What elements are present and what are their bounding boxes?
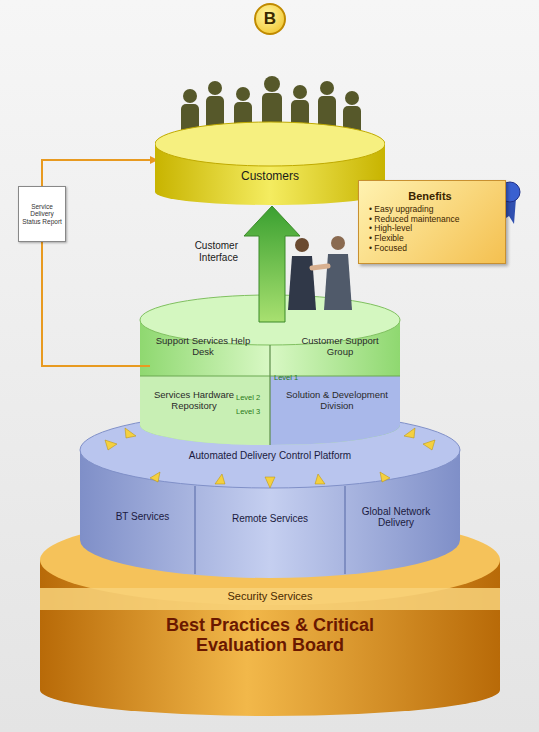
node-text: Solution & Development Division [282, 390, 392, 412]
service-block: Remote Services [205, 496, 335, 542]
customers-disk: Customers [155, 120, 385, 206]
ring-band: Automated Delivery Control Platform [150, 446, 390, 466]
interface-arrow [244, 206, 300, 322]
node-text: Security Services [228, 590, 313, 603]
benefit-item: • Reduced maintenance [369, 215, 491, 225]
level-tag: Level 1 [274, 374, 298, 383]
node-text: Global Network Delivery [352, 506, 440, 529]
document-icon: Service Delivery Status Report [18, 186, 66, 242]
cylinder-segment: Customer Support Group [258, 322, 392, 372]
node-text: Remote Services [232, 513, 308, 525]
badge-circle: B [254, 3, 286, 35]
flow-line [42, 242, 150, 366]
node-text: B [264, 9, 276, 29]
level-tag: Level 2 [236, 394, 260, 403]
benefits-card: Benefits • Easy upgrading• Reduced mainte… [358, 180, 506, 264]
node-text: Service Delivery Status Report [21, 203, 63, 225]
flow-line [42, 160, 157, 186]
benefit-item: • Flexible [369, 234, 491, 244]
node-text: Services Hardware Repository [150, 390, 238, 412]
edge-label: Customer Interface [176, 240, 238, 263]
node-text: Support Services Help Desk [150, 336, 256, 358]
benefit-item: • High-level [369, 224, 491, 234]
handshake-illustration [288, 236, 352, 310]
node-text: Benefits [369, 190, 491, 203]
disk-outline [155, 120, 385, 206]
benefit-item: • Focused [369, 244, 491, 254]
cylinder-segment: Support Services Help Desk [150, 322, 256, 372]
node-text: Customer Support Group [288, 336, 392, 358]
cylinder-segment: Solution & Development Division [282, 380, 392, 422]
node-text: Customers [241, 170, 299, 184]
level-tag: Level 3 [236, 408, 260, 417]
node-text: Automated Delivery Control Platform [189, 450, 351, 462]
node-text: Best Practices & Critical Evaluation Boa… [120, 615, 420, 656]
cylinder-segment: Services Hardware Repository [150, 380, 238, 422]
node-text: BT Services [116, 511, 170, 523]
benefit-item: • Easy upgrading [369, 205, 491, 215]
service-block: Global Network Delivery [352, 494, 440, 540]
base-band: Security ServicesBest Practices & Critic… [60, 586, 480, 686]
service-block: BT Services [100, 494, 185, 540]
